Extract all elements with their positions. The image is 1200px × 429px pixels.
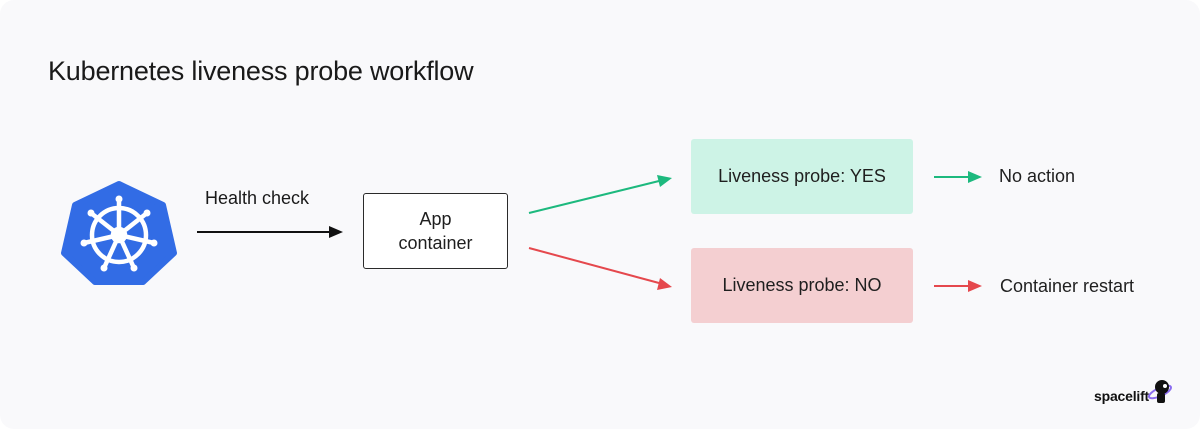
yes-outcome-arrow [934, 171, 982, 183]
health-check-arrow [197, 226, 343, 238]
health-check-label: Health check [205, 188, 310, 208]
app-container-label-line2: container [398, 233, 473, 253]
kubernetes-logo-icon [61, 181, 177, 285]
spacelift-brand: spacelift [1094, 376, 1177, 404]
app-container-label-line1: App [419, 209, 452, 229]
liveness-yes-label: Liveness probe: YES [718, 166, 886, 186]
no-outcome-arrow [934, 280, 982, 292]
spacelift-logo-icon [1147, 380, 1173, 403]
brand-name: spacelift [1094, 388, 1149, 404]
liveness-no-box: Liveness probe: NO [691, 248, 913, 323]
liveness-yes-box: Liveness probe: YES [691, 139, 913, 214]
to-yes-arrow [528, 175, 672, 214]
to-no-arrow [528, 247, 672, 290]
container-restart-label: Container restart [1000, 276, 1135, 296]
liveness-no-label: Liveness probe: NO [722, 275, 882, 295]
no-action-label: No action [999, 166, 1076, 186]
app-container-box: App container [363, 193, 508, 269]
diagram-title: Kubernetes liveness probe workflow [48, 56, 474, 86]
